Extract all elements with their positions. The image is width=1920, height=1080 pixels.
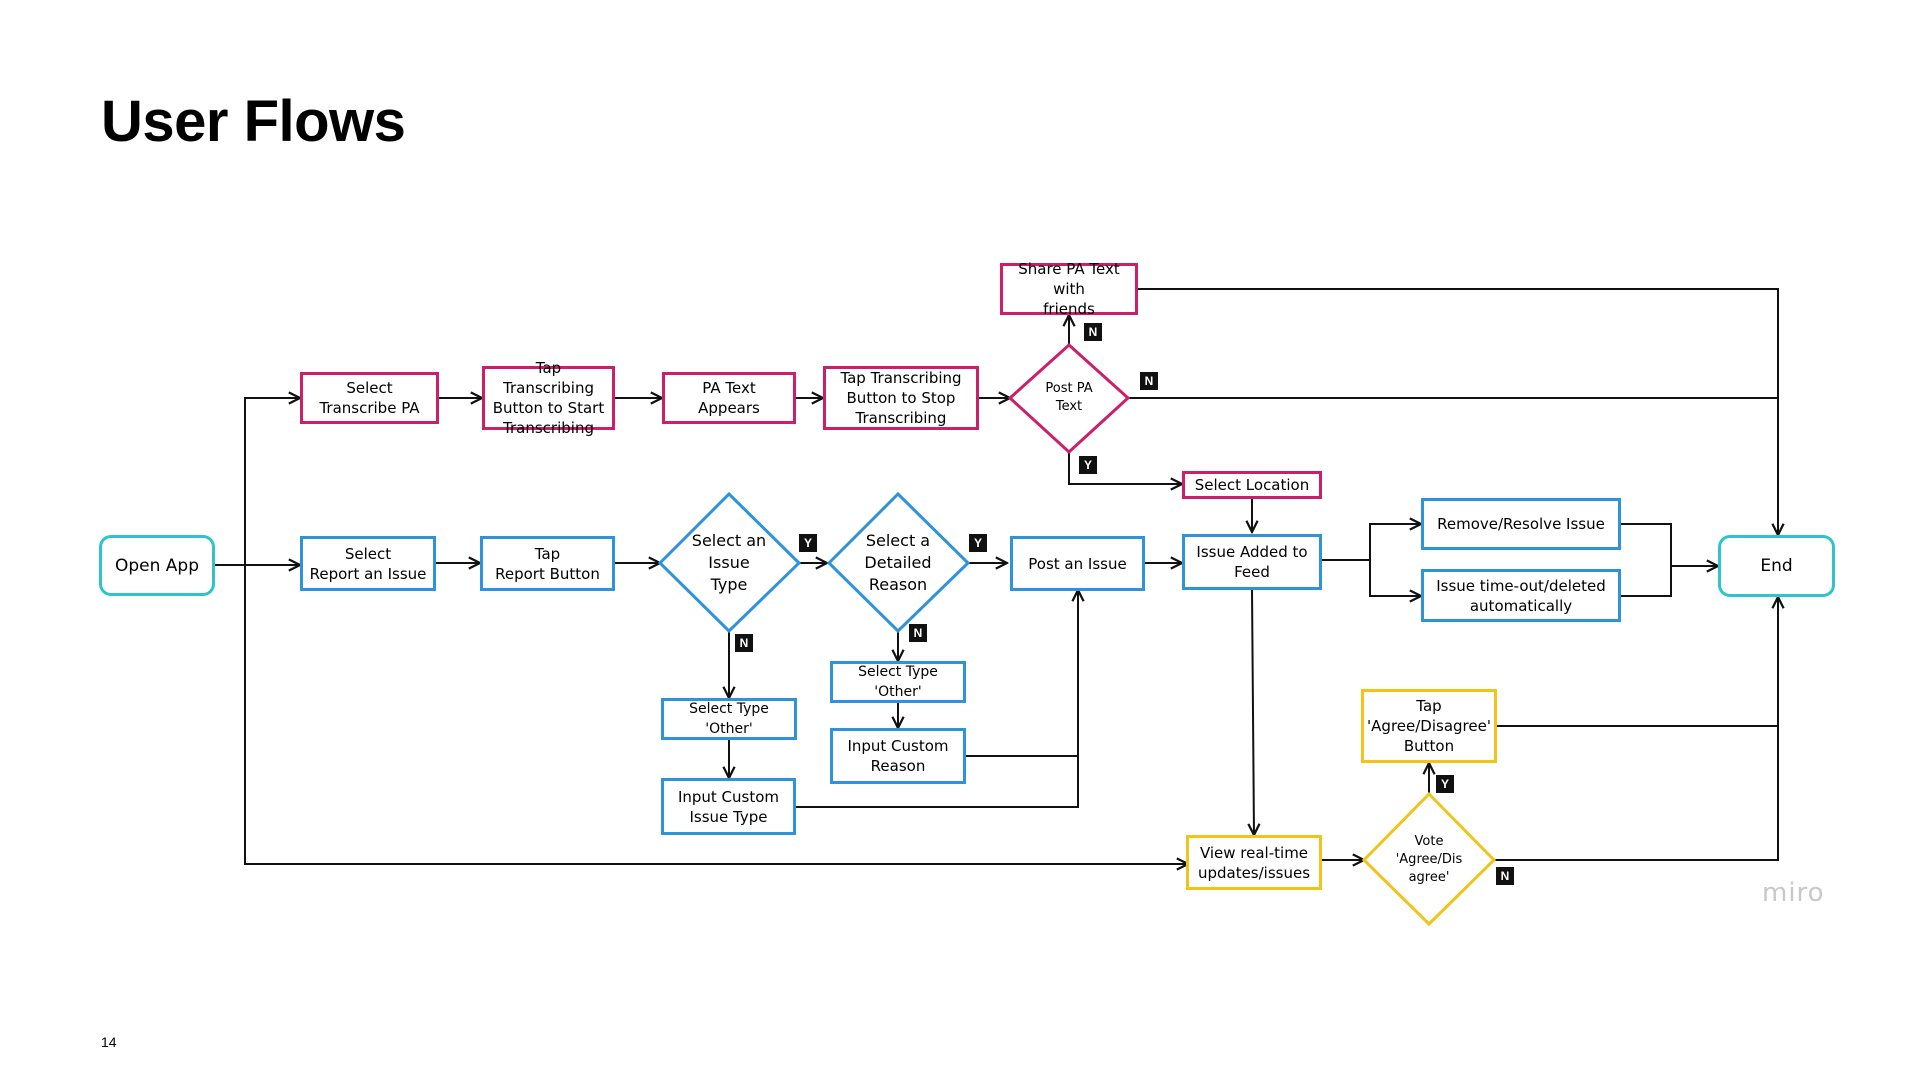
node-pa-text-appears: PA Text Appears bbox=[662, 372, 796, 424]
node-share-pa-text: Share PA Text with friends bbox=[1000, 260, 1138, 318]
miro-watermark: miro bbox=[1762, 878, 1825, 908]
edge-added-to-timeout bbox=[1369, 560, 1421, 596]
label-post-pa-no-up: N bbox=[1084, 323, 1102, 341]
node-select-type-other-2: Select Type 'Other' bbox=[830, 661, 966, 703]
edge-open-to-transcribe bbox=[244, 398, 300, 565]
node-remove-resolve-issue: Remove/Resolve Issue bbox=[1421, 498, 1621, 550]
node-tap-report-button: Tap Report Button bbox=[480, 536, 615, 591]
decision-vote bbox=[1361, 791, 1497, 927]
start-node-open-app: Open App bbox=[99, 535, 215, 596]
label-vote-no: N bbox=[1496, 867, 1514, 885]
decision-detailed-reason bbox=[826, 491, 971, 634]
node-tap-start-transcribing: Tap Transcribing Button to Start Transcr… bbox=[482, 359, 615, 437]
edge-added-to-view bbox=[1252, 589, 1254, 835]
page-number: 14 bbox=[101, 1034, 117, 1050]
edge-post-pa-yes-to-location bbox=[1068, 452, 1182, 484]
node-select-location: Select Location bbox=[1182, 471, 1322, 499]
decision-issue-type-label: Select an Issue Type bbox=[691, 531, 767, 594]
node-input-custom-reason: Input Custom Reason bbox=[830, 728, 966, 784]
edge-share-to-end bbox=[1138, 288, 1778, 535]
node-input-custom-issue-type: Input Custom Issue Type bbox=[661, 778, 796, 835]
label-detailed-no: N bbox=[909, 624, 927, 642]
label-issue-type-no: N bbox=[735, 634, 753, 652]
edge-vote-no-to-end bbox=[1494, 597, 1778, 861]
node-post-an-issue: Post an Issue bbox=[1010, 536, 1145, 591]
label-post-pa-no-right: N bbox=[1140, 372, 1158, 390]
edge-added-to-remove bbox=[1322, 524, 1421, 561]
label-detailed-yes: Y bbox=[969, 534, 987, 552]
decision-detailed-reason-label: Select a Detailed Reason bbox=[864, 531, 932, 594]
node-tap-agree-disagree: Tap 'Agree/Disagree' Button bbox=[1361, 689, 1497, 763]
end-node: End bbox=[1718, 535, 1835, 597]
node-select-type-other-1: Select Type 'Other' bbox=[661, 698, 797, 740]
label-vote-yes: Y bbox=[1436, 775, 1454, 793]
node-issue-added-to-feed: Issue Added to Feed bbox=[1182, 534, 1322, 590]
decision-issue-type bbox=[657, 491, 802, 634]
page-title: User Flows bbox=[101, 89, 406, 154]
decision-post-pa-label: Post PA Text bbox=[1045, 381, 1093, 414]
decision-post-pa bbox=[1007, 342, 1131, 455]
label-issue-type-yes: Y bbox=[799, 534, 817, 552]
node-tap-stop-transcribing: Tap Transcribing Button to Stop Transcri… bbox=[823, 366, 979, 430]
node-view-real-time-updates: View real-time updates/issues bbox=[1186, 835, 1322, 890]
edge-remove-to-merge bbox=[1621, 523, 1672, 597]
node-select-transcribe-pa: Select Transcribe PA bbox=[300, 372, 439, 424]
edge-custom-type-to-post bbox=[796, 590, 1078, 808]
node-issue-timeout: Issue time-out/deleted automatically bbox=[1421, 569, 1621, 622]
edge-open-to-view-updates bbox=[244, 565, 1188, 864]
node-select-report-issue: Select Report an Issue bbox=[300, 536, 436, 591]
decision-vote-label: Vote 'Agree/Dis agree' bbox=[1395, 834, 1463, 885]
label-post-pa-yes: Y bbox=[1079, 456, 1097, 474]
